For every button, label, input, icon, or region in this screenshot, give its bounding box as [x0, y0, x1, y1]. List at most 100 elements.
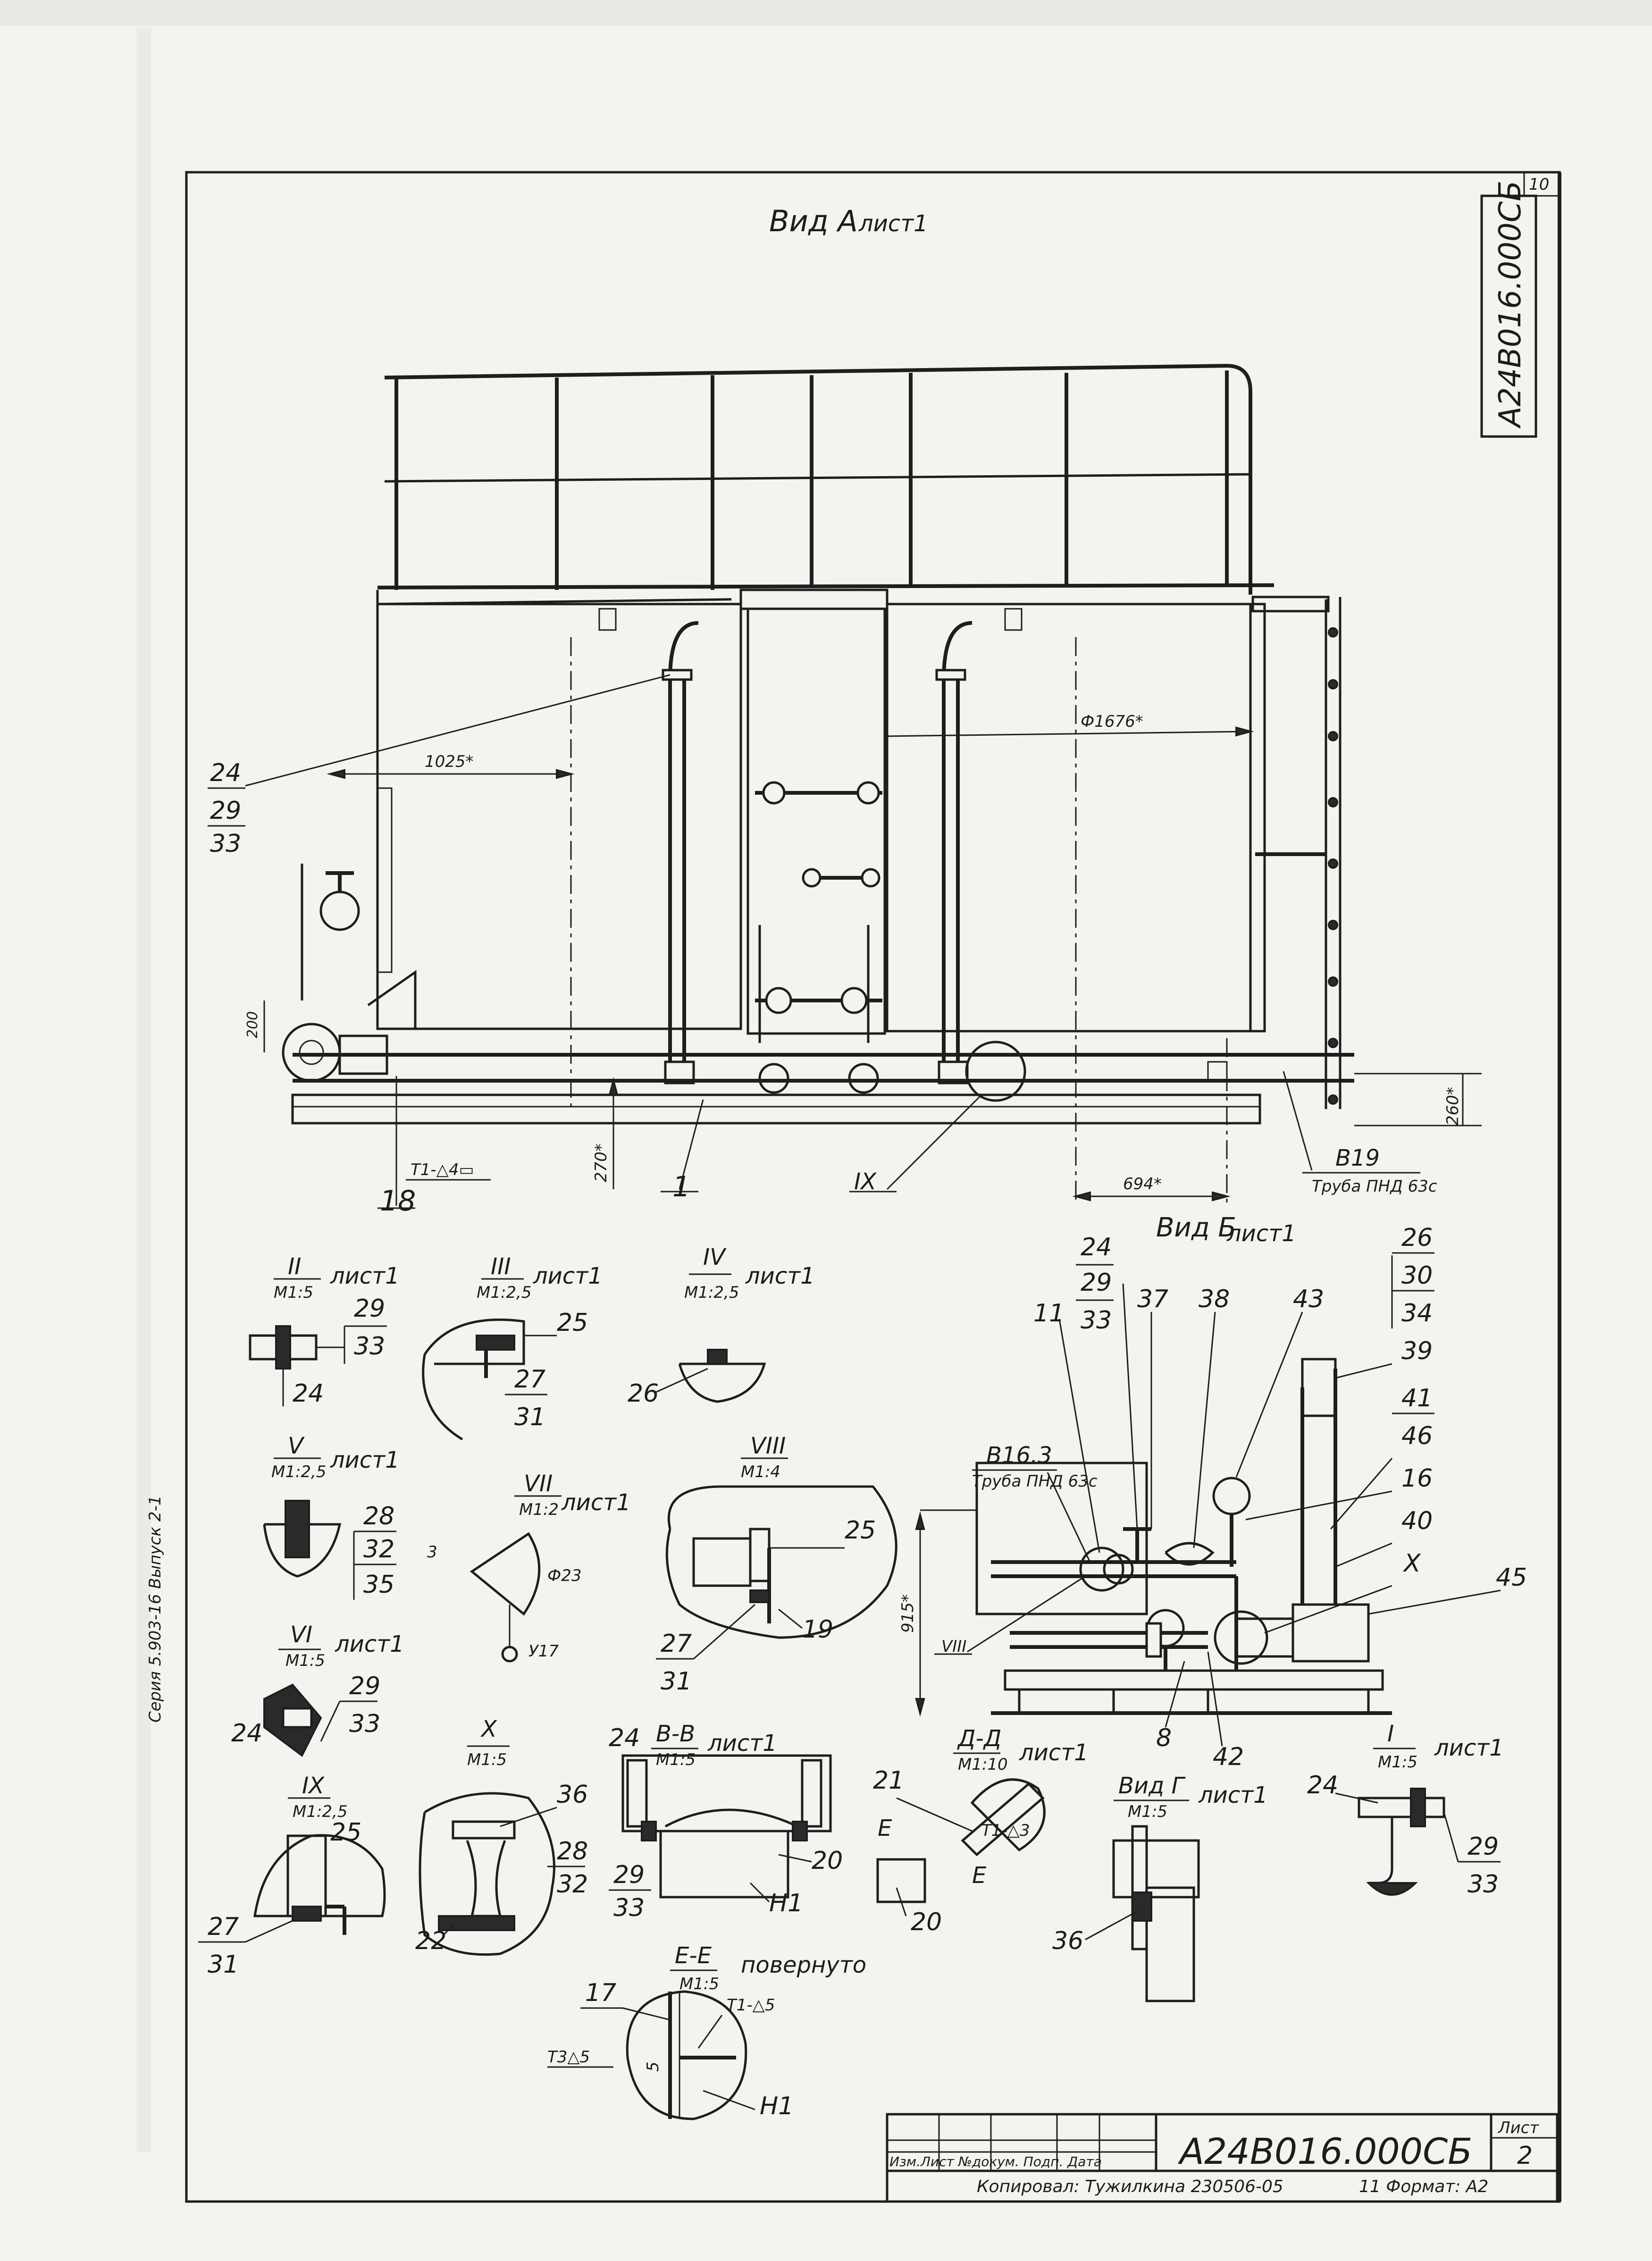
callout-18: 18	[380, 1185, 416, 1218]
callout-24-b: 24	[1081, 1233, 1112, 1261]
detail-III-title: III	[491, 1253, 511, 1280]
section-EE-5: 5	[644, 2061, 662, 2072]
dim-260: 260*	[1443, 1087, 1462, 1126]
callout-34: 34	[1401, 1299, 1433, 1328]
section-DD-weld: Т1-△3	[981, 1821, 1030, 1840]
detail-X-scale: М1:5	[467, 1750, 507, 1769]
ladder-bolts	[1328, 627, 1338, 1105]
detail-II-title: II	[288, 1253, 301, 1280]
callout-8: 8	[1156, 1724, 1172, 1752]
section-BB-24: 24	[609, 1724, 640, 1752]
detail-I-ref: лист1	[1434, 1735, 1504, 1761]
detail-IX-scale: М1:2,5	[293, 1802, 348, 1821]
detail-V: V М1:2,5 лист1 28 32 35	[263, 1433, 400, 1600]
callout-11: 11	[1033, 1299, 1065, 1328]
section-DD: Д-Д М1:10 лист1 21 Т1-△3 Е Е 20	[873, 1725, 1089, 1936]
detail-VI-33: 33	[349, 1710, 380, 1738]
section-DD-scale: М1:10	[958, 1755, 1008, 1774]
detail-V-32: 32	[363, 1535, 394, 1563]
dim-915: 915*	[898, 1594, 917, 1633]
section-BB: В-В М1:5 лист1 24 29 33 20 Н1	[609, 1721, 843, 1922]
callout-X: X	[1402, 1549, 1421, 1578]
callout-26: 26	[1401, 1224, 1433, 1252]
callout-33-b: 33	[1081, 1306, 1112, 1335]
view-G-ref: лист1	[1198, 1782, 1268, 1808]
view-a-sheet-ref: лист1	[858, 210, 928, 237]
section-EE-title: Е-Е	[675, 1942, 712, 1969]
detail-II-ref: лист1	[330, 1263, 400, 1289]
detail-IV-26: 26	[628, 1379, 659, 1408]
section-BB-title: В-В	[656, 1721, 695, 1747]
section-DD-21: 21	[873, 1766, 904, 1795]
detail-VII-3: 3	[427, 1543, 437, 1562]
view-a-title: Вид А	[769, 204, 858, 238]
detail-VI-scale: М1:5	[285, 1651, 325, 1670]
section-EE: Е-Е М1:5 повернуто 17 Т1-△5 Т3△5 5 Н1	[547, 1942, 866, 2120]
detail-VI-ref: лист1	[335, 1631, 404, 1657]
detail-VIII-27: 27	[661, 1630, 692, 1658]
dim-1025: 1025*	[425, 752, 474, 771]
section-BB-29: 29	[613, 1861, 645, 1889]
detail-VI: VI М1:5 лист1 29 33 24	[231, 1622, 404, 1757]
section-EE-17: 17	[585, 1979, 616, 2007]
title-block-sheet-no: 2	[1517, 2142, 1533, 2170]
detail-VIII-19: 19	[802, 1615, 833, 1644]
title-block: Изм.Лист №докум. Подп. Дата А24В016.000С…	[886, 2113, 1559, 2203]
detail-V-title: V	[288, 1433, 305, 1459]
detail-VIII-31: 31	[661, 1667, 692, 1696]
detail-VII-scale: М1:2	[519, 1500, 559, 1519]
section-DD-20: 20	[911, 1908, 942, 1936]
weld-note-t1: Т1-△4▭	[411, 1160, 474, 1179]
detail-VIII-scale: М1:4	[741, 1463, 780, 1481]
section-BB-H1: Н1	[769, 1889, 803, 1917]
detail-VII-title: VII	[524, 1471, 553, 1497]
section-EE-weld3: Т3△5	[547, 2048, 590, 2067]
riser-pipes	[662, 621, 973, 1084]
section-DD-ref: лист1	[1019, 1740, 1089, 1766]
view-b: Вид Б лист1	[898, 1212, 1527, 1771]
detail-VII-ref: лист1	[561, 1489, 631, 1516]
view-G: Вид Г М1:5 лист1 36	[1052, 1773, 1268, 2002]
view-b-title: Вид Б	[1156, 1212, 1236, 1243]
detail-IV: IV М1:2,5 лист1 26	[628, 1244, 815, 1408]
view-b-sheet-ref: лист1	[1226, 1220, 1296, 1247]
detail-I: I М1:5 лист1 24 29 33	[1307, 1721, 1504, 1899]
view-a: Вид А лист1	[208, 204, 1482, 1218]
detail-VI-29: 29	[349, 1672, 380, 1700]
dim-200: 200	[244, 1011, 261, 1038]
tank-right	[886, 596, 1342, 1109]
pump-unit-left	[282, 787, 417, 1082]
callout-45: 45	[1496, 1563, 1527, 1592]
callout-29: 29	[210, 797, 241, 825]
section-EE-scale: М1:5	[679, 1975, 719, 1993]
detail-II-24: 24	[293, 1379, 324, 1408]
section-DD-E1: Е	[878, 1815, 892, 1841]
sheet-corner-number: 10	[1529, 175, 1549, 194]
callout-37: 37	[1137, 1285, 1168, 1313]
callout-39: 39	[1401, 1337, 1433, 1365]
detail-X-22: 22	[415, 1927, 446, 1955]
detail-III-scale: М1:2,5	[477, 1283, 532, 1302]
detail-X-28: 28	[557, 1837, 588, 1866]
detail-II: II М1:5 лист1 29 33 24	[249, 1253, 400, 1408]
detail-VII: VII М1:2 лист1 3 Ф23 У17	[427, 1471, 631, 1663]
detail-I-title: I	[1387, 1721, 1394, 1747]
detail-II-33: 33	[354, 1332, 385, 1361]
dim-d1676: Ф1676*	[1081, 712, 1143, 731]
detail-II-29: 29	[354, 1294, 385, 1323]
detail-I-33: 33	[1468, 1870, 1499, 1899]
title-block-format: 11 Формат: А2	[1359, 2177, 1488, 2196]
view-G-scale: М1:5	[1128, 1802, 1167, 1821]
callout-38: 38	[1199, 1285, 1230, 1313]
section-BB-scale: М1:5	[656, 1750, 696, 1769]
detail-IV-scale: М1:2,5	[684, 1283, 739, 1302]
detail-IV-ref: лист1	[745, 1263, 815, 1289]
section-DD-E2: Е	[972, 1862, 987, 1889]
detail-VII-u17: У17	[528, 1642, 559, 1661]
detail-III: III М1:2,5 лист1 25 27 31	[422, 1253, 603, 1441]
callout-30: 30	[1401, 1261, 1433, 1290]
callout-24: 24	[210, 759, 241, 787]
detail-III-25: 25	[557, 1309, 588, 1337]
stamp-code-vertical: А24В016.000СБ	[1493, 181, 1528, 429]
